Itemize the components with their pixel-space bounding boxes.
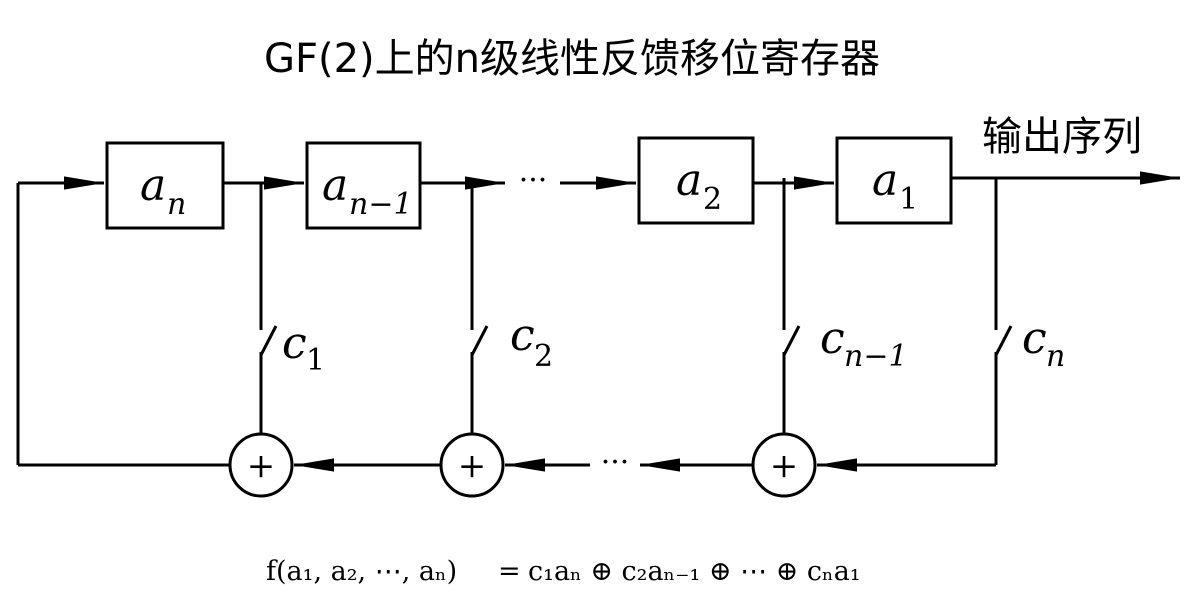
svg-text:n−1: n−1 bbox=[349, 187, 413, 222]
coefficient-label-cn: c n bbox=[1022, 313, 1065, 374]
xor-adder-1: + bbox=[228, 432, 294, 498]
svg-text:1: 1 bbox=[899, 182, 918, 217]
register-label-an: a n bbox=[140, 160, 186, 222]
svg-text:c: c bbox=[1022, 313, 1047, 364]
svg-text:c: c bbox=[282, 318, 307, 369]
switch-c1 bbox=[259, 325, 278, 356]
formula-rhs: c₁aₙ ⊕ c₂aₙ₋₁ ⊕ ⋯ ⊕ cₙa₁ bbox=[528, 556, 861, 587]
svg-text:a: a bbox=[140, 160, 166, 211]
top-ellipsis: ··· bbox=[519, 163, 548, 198]
xor-adder-2: + bbox=[439, 432, 505, 498]
coefficient-label-c2: c 2 bbox=[510, 310, 553, 374]
formula-equals: = bbox=[498, 556, 521, 587]
output-sequence-label: 输出序列 bbox=[982, 114, 1142, 160]
register-box-a2 bbox=[637, 136, 755, 225]
register-label-a2: a 2 bbox=[676, 155, 722, 217]
svg-text:n: n bbox=[1046, 339, 1065, 374]
switch-cn-1 bbox=[782, 325, 801, 356]
register-label-an-1: a n−1 bbox=[322, 160, 413, 222]
svg-text:1: 1 bbox=[306, 343, 325, 378]
svg-text:n−1: n−1 bbox=[844, 339, 908, 374]
register-box-an bbox=[105, 141, 225, 230]
diagram-title: GF(2)上的n级线性反馈移位寄存器 bbox=[264, 36, 880, 82]
svg-text:a: a bbox=[872, 155, 898, 206]
svg-text:a: a bbox=[676, 155, 702, 206]
switch-c2 bbox=[470, 325, 489, 356]
coefficient-label-c1: c 1 bbox=[282, 318, 325, 378]
svg-text:2: 2 bbox=[703, 182, 722, 217]
register-label-a1: a 1 bbox=[872, 155, 918, 217]
svg-text:+: + bbox=[770, 446, 799, 486]
svg-text:2: 2 bbox=[534, 339, 553, 374]
bottom-ellipsis: ··· bbox=[601, 445, 630, 480]
register-box-a1 bbox=[835, 136, 953, 225]
register-box-an-1 bbox=[305, 141, 422, 230]
switch-cn bbox=[994, 325, 1013, 356]
svg-text:c: c bbox=[510, 310, 535, 361]
formula-lhs: f(a₁, a₂, ⋯, aₙ) bbox=[266, 556, 457, 587]
xor-adder-3: + bbox=[751, 432, 817, 498]
svg-text:n: n bbox=[167, 187, 186, 222]
feedback-formula: f(a₁, a₂, ⋯, aₙ) = c₁aₙ ⊕ c₂aₙ₋₁ ⊕ ⋯ ⊕ c… bbox=[266, 556, 861, 587]
svg-text:+: + bbox=[247, 446, 276, 486]
svg-text:+: + bbox=[458, 446, 487, 486]
coefficient-label-cn-1: c n−1 bbox=[820, 313, 908, 374]
svg-text:a: a bbox=[322, 160, 348, 211]
svg-text:c: c bbox=[820, 313, 845, 364]
